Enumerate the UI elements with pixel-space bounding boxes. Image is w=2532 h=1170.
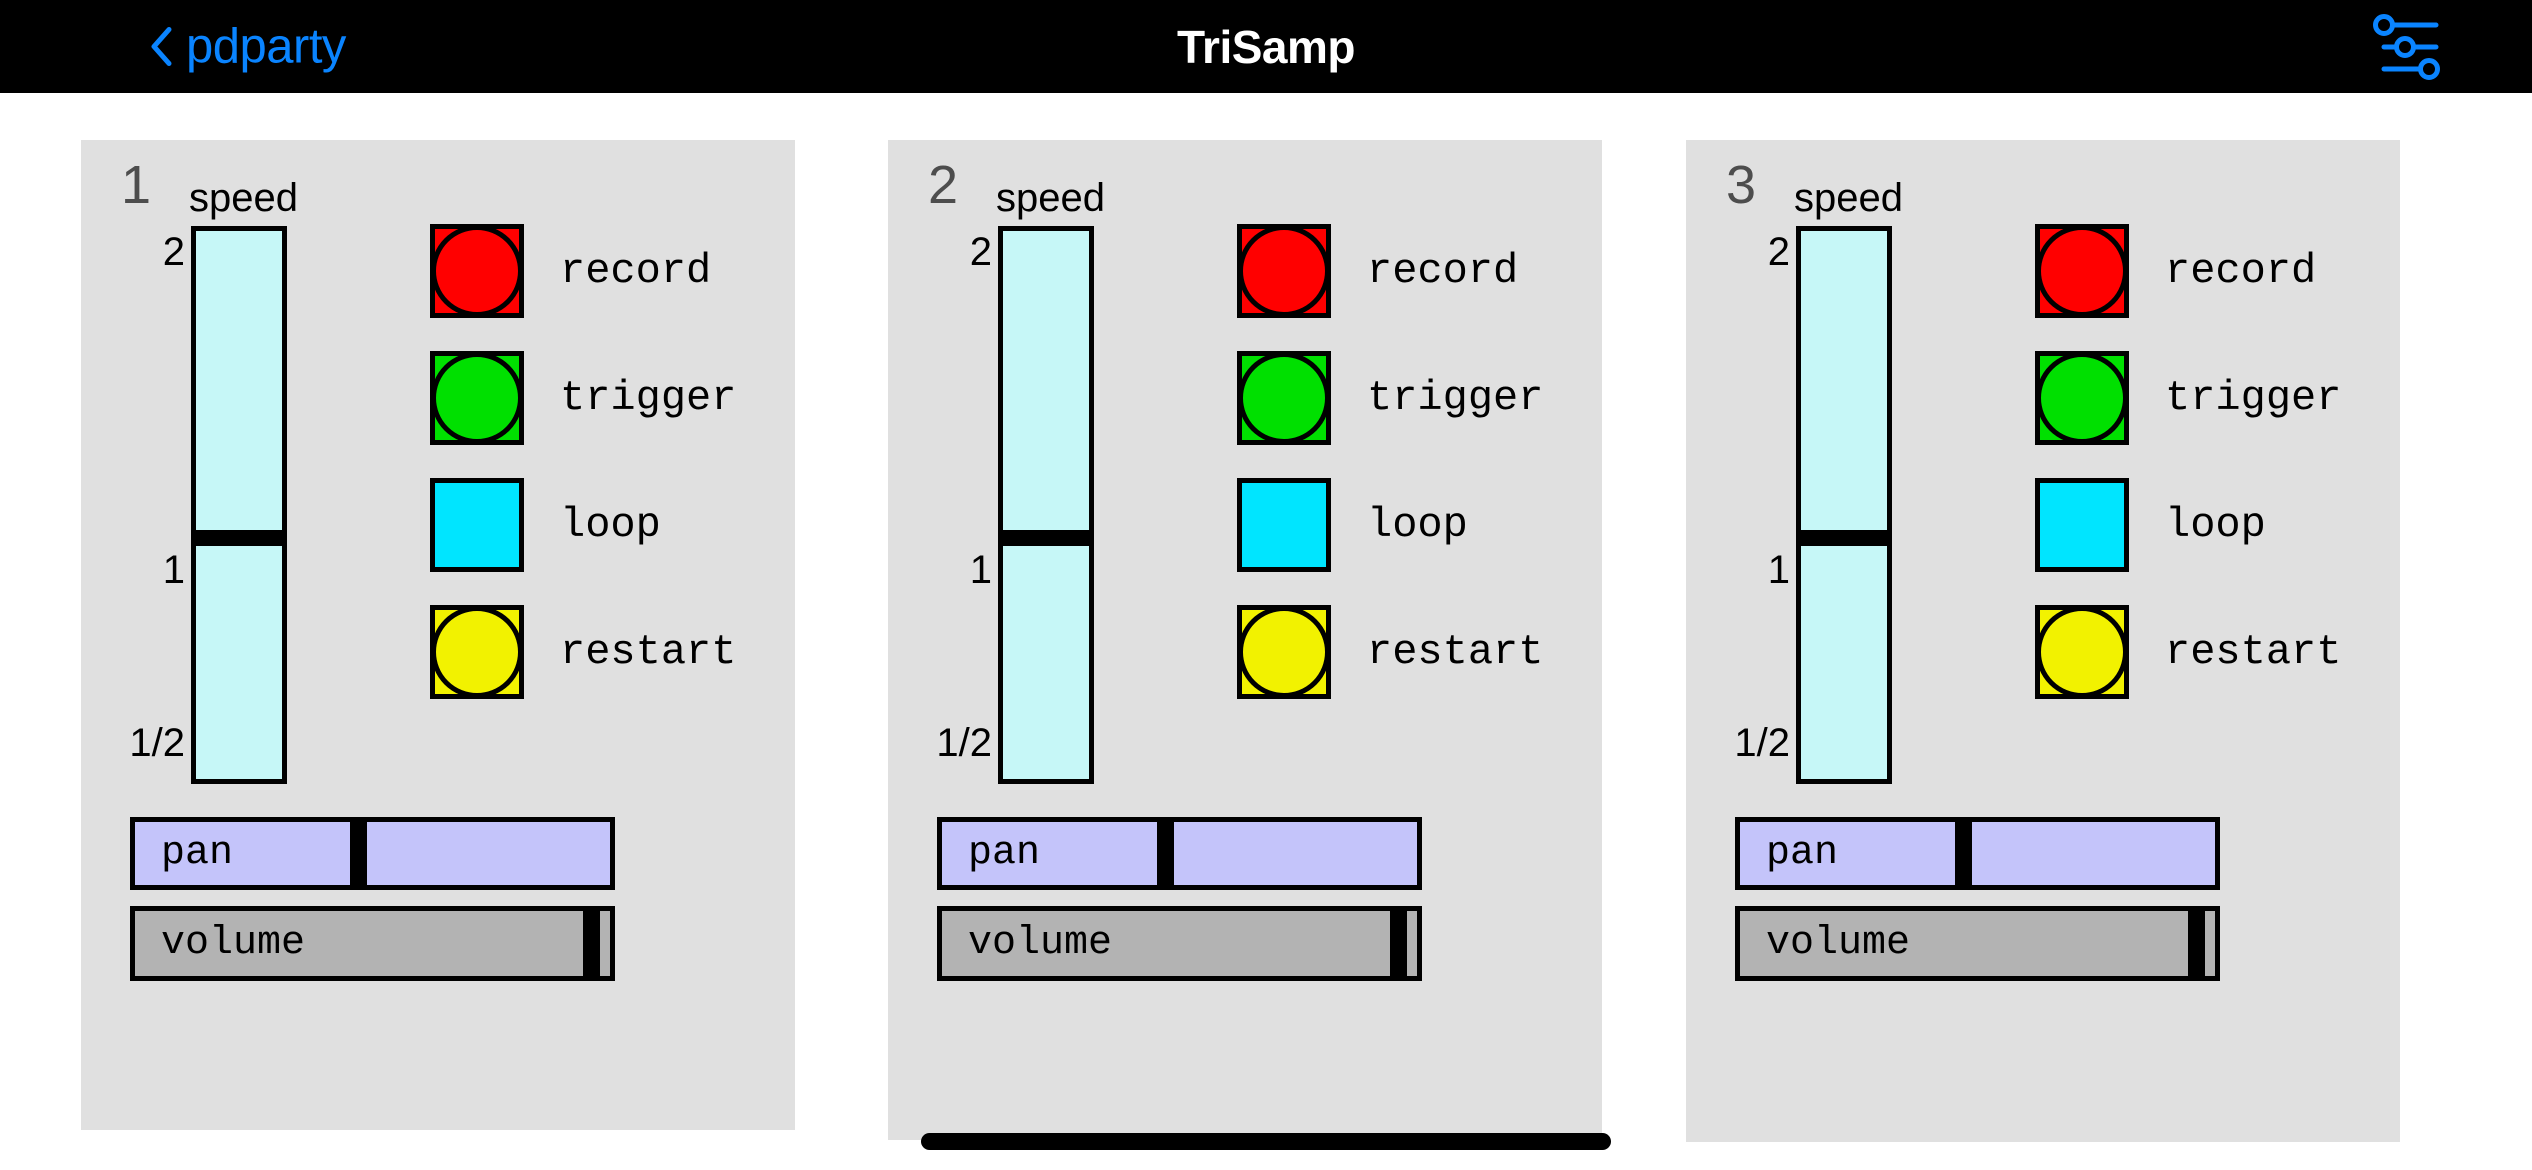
pan-slider[interactable]: pan (130, 817, 615, 890)
panel-index-label: 1 (121, 155, 152, 215)
trigger-circle-icon (1238, 352, 1330, 444)
speed-label: speed (1794, 176, 1903, 220)
trigger-button-row[interactable]: trigger (2035, 351, 2341, 445)
restart-button[interactable] (1237, 605, 1331, 699)
record-circle-icon (1238, 225, 1330, 317)
record-circle-icon (2036, 225, 2128, 317)
loop-button-row[interactable]: loop (2035, 478, 2266, 572)
speed-slider[interactable] (998, 226, 1094, 784)
volume-slider-label: volume (968, 920, 1113, 966)
record-button[interactable] (430, 224, 524, 318)
trigger-button[interactable] (430, 351, 524, 445)
record-circle-icon (431, 225, 523, 317)
speed-scale-top: 2 (162, 230, 185, 274)
speed-slider-thumb[interactable] (1003, 529, 1089, 546)
restart-circle-icon (2036, 606, 2128, 698)
speed-scale-bottom: 1/2 (1734, 721, 1790, 765)
sampler-panel-2: 2 speed 2 1 1/2 record trigger lo (888, 140, 1602, 1140)
restart-button[interactable] (2035, 605, 2129, 699)
trigger-circle-icon (431, 352, 523, 444)
speed-slider[interactable] (191, 226, 287, 784)
loop-button-label: loop (560, 501, 661, 549)
speed-scale-top: 2 (969, 230, 992, 274)
trigger-button-label: trigger (2165, 374, 2342, 422)
volume-slider[interactable]: volume (1735, 906, 2220, 981)
speed-scale-top: 2 (1767, 230, 1790, 274)
speed-label: speed (189, 176, 298, 220)
volume-slider-label: volume (161, 920, 306, 966)
panel-index-label: 2 (928, 155, 959, 215)
back-button[interactable]: pdparty (150, 22, 346, 71)
speed-slider[interactable] (1796, 226, 1892, 784)
record-button-label: record (1367, 247, 1519, 295)
sampler-panel-3: 3 speed 2 1 1/2 record trigger lo (1686, 140, 2400, 1142)
loop-button[interactable] (2035, 478, 2129, 572)
trigger-button-row[interactable]: trigger (1237, 351, 1543, 445)
record-button-row[interactable]: record (430, 224, 711, 318)
speed-label: speed (996, 176, 1105, 220)
back-button-label: pdparty (186, 19, 346, 73)
trigger-button-label: trigger (1367, 374, 1544, 422)
speed-slider-thumb[interactable] (196, 529, 282, 546)
record-button-row[interactable]: record (1237, 224, 1518, 318)
volume-slider-thumb[interactable] (583, 911, 600, 976)
speed-scale-mid: 1 (969, 548, 992, 592)
page-title: TriSamp (1176, 20, 1356, 73)
record-button-label: record (560, 247, 712, 295)
loop-button-row[interactable]: loop (1237, 478, 1468, 572)
record-button-row[interactable]: record (2035, 224, 2316, 318)
pan-slider[interactable]: pan (937, 817, 1422, 890)
pan-slider-label: pan (161, 830, 234, 876)
speed-scale-mid: 1 (162, 548, 185, 592)
restart-circle-icon (431, 606, 523, 698)
record-button-label: record (2165, 247, 2317, 295)
pan-slider-label: pan (1766, 830, 1839, 876)
volume-slider-thumb[interactable] (2188, 911, 2205, 976)
navigation-bar: pdparty TriSamp (0, 0, 2532, 93)
speed-scale-bottom: 1/2 (936, 721, 992, 765)
record-button[interactable] (2035, 224, 2129, 318)
restart-button[interactable] (430, 605, 524, 699)
restart-button-label: restart (560, 628, 737, 676)
chevron-left-icon (150, 27, 172, 67)
restart-button-label: restart (1367, 628, 1544, 676)
pan-slider-thumb[interactable] (350, 822, 368, 885)
trigger-button-row[interactable]: trigger (430, 351, 736, 445)
sliders-icon[interactable] (2370, 13, 2450, 80)
restart-button-label: restart (2165, 628, 2342, 676)
trigger-button-label: trigger (560, 374, 737, 422)
restart-button-row[interactable]: restart (1237, 605, 1543, 699)
restart-circle-icon (1238, 606, 1330, 698)
pan-slider[interactable]: pan (1735, 817, 2220, 890)
panel-index-label: 3 (1726, 155, 1757, 215)
record-button[interactable] (1237, 224, 1331, 318)
volume-slider[interactable]: volume (937, 906, 1422, 981)
restart-button-row[interactable]: restart (430, 605, 736, 699)
trigger-button[interactable] (1237, 351, 1331, 445)
pan-slider-thumb[interactable] (1955, 822, 1973, 885)
volume-slider[interactable]: volume (130, 906, 615, 981)
restart-button-row[interactable]: restart (2035, 605, 2341, 699)
loop-button-label: loop (2165, 501, 2266, 549)
speed-slider-thumb[interactable] (1801, 529, 1887, 546)
loop-button[interactable] (430, 478, 524, 572)
sampler-panels: 1 speed 2 1 1/2 record trigger lo (0, 93, 2532, 1170)
loop-button[interactable] (1237, 478, 1331, 572)
loop-button-label: loop (1367, 501, 1468, 549)
speed-scale-mid: 1 (1767, 548, 1790, 592)
volume-slider-label: volume (1766, 920, 1911, 966)
trigger-button[interactable] (2035, 351, 2129, 445)
volume-slider-thumb[interactable] (1390, 911, 1407, 976)
trigger-circle-icon (2036, 352, 2128, 444)
pan-slider-label: pan (968, 830, 1041, 876)
home-indicator[interactable] (921, 1133, 1611, 1150)
sampler-panel-1: 1 speed 2 1 1/2 record trigger lo (81, 140, 795, 1130)
speed-scale-bottom: 1/2 (129, 721, 185, 765)
pan-slider-thumb[interactable] (1157, 822, 1175, 885)
loop-button-row[interactable]: loop (430, 478, 661, 572)
